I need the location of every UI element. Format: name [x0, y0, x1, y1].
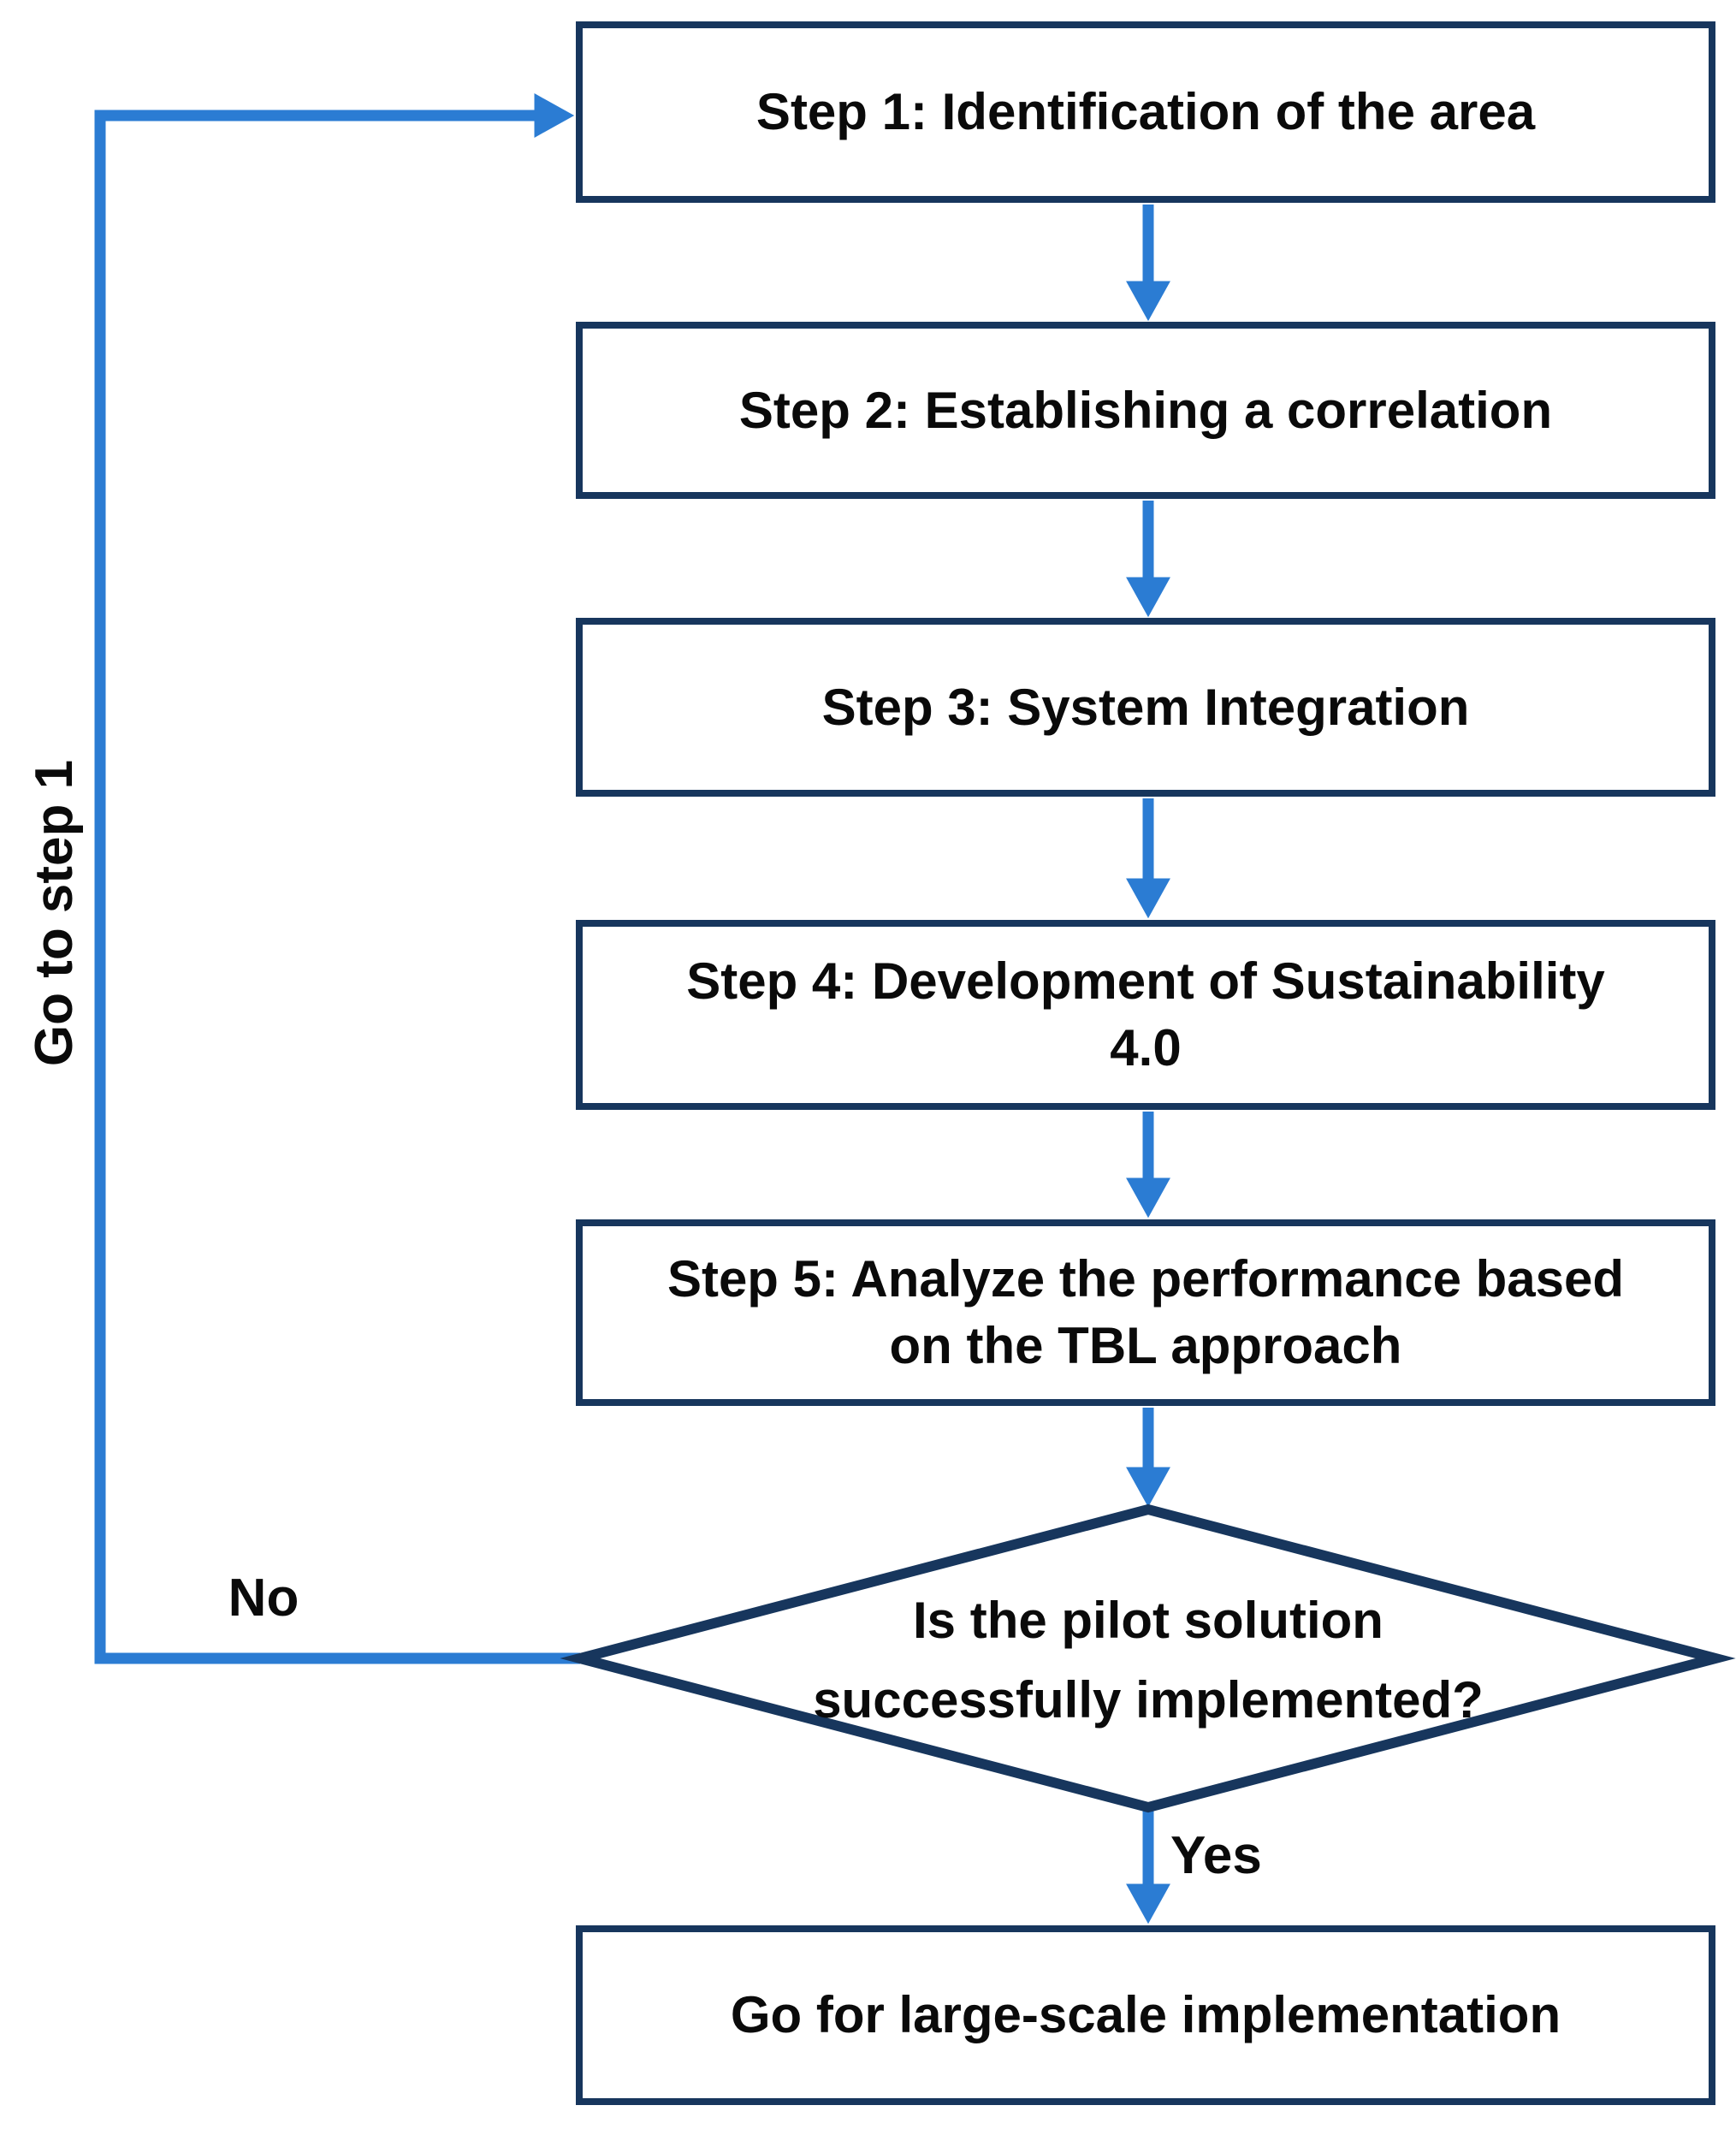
node-step1: Step 1: Identification of the area — [576, 21, 1715, 203]
node-step4: Step 4: Development of Sustainability 4.… — [576, 920, 1715, 1110]
edge-label-yes: Yes — [1170, 1826, 1262, 1885]
node-final: Go for large-scale implementation — [576, 1925, 1715, 2105]
edge-label-no: No — [228, 1569, 299, 1628]
node-step5: Step 5: Analyze the performance based on… — [576, 1219, 1715, 1406]
node-step2: Step 2: Establishing a correlation — [576, 322, 1715, 499]
node-decision-label: Is the pilot solution successfully imple… — [813, 1592, 1484, 1729]
node-step3: Step 3: System Integration — [576, 618, 1715, 797]
edge-label-go-to-step1: Go to step 1 — [25, 759, 84, 1067]
decision-diamond — [560, 1503, 1736, 1813]
arrow-decision-no-loop-to-step1 — [94, 93, 580, 1664]
